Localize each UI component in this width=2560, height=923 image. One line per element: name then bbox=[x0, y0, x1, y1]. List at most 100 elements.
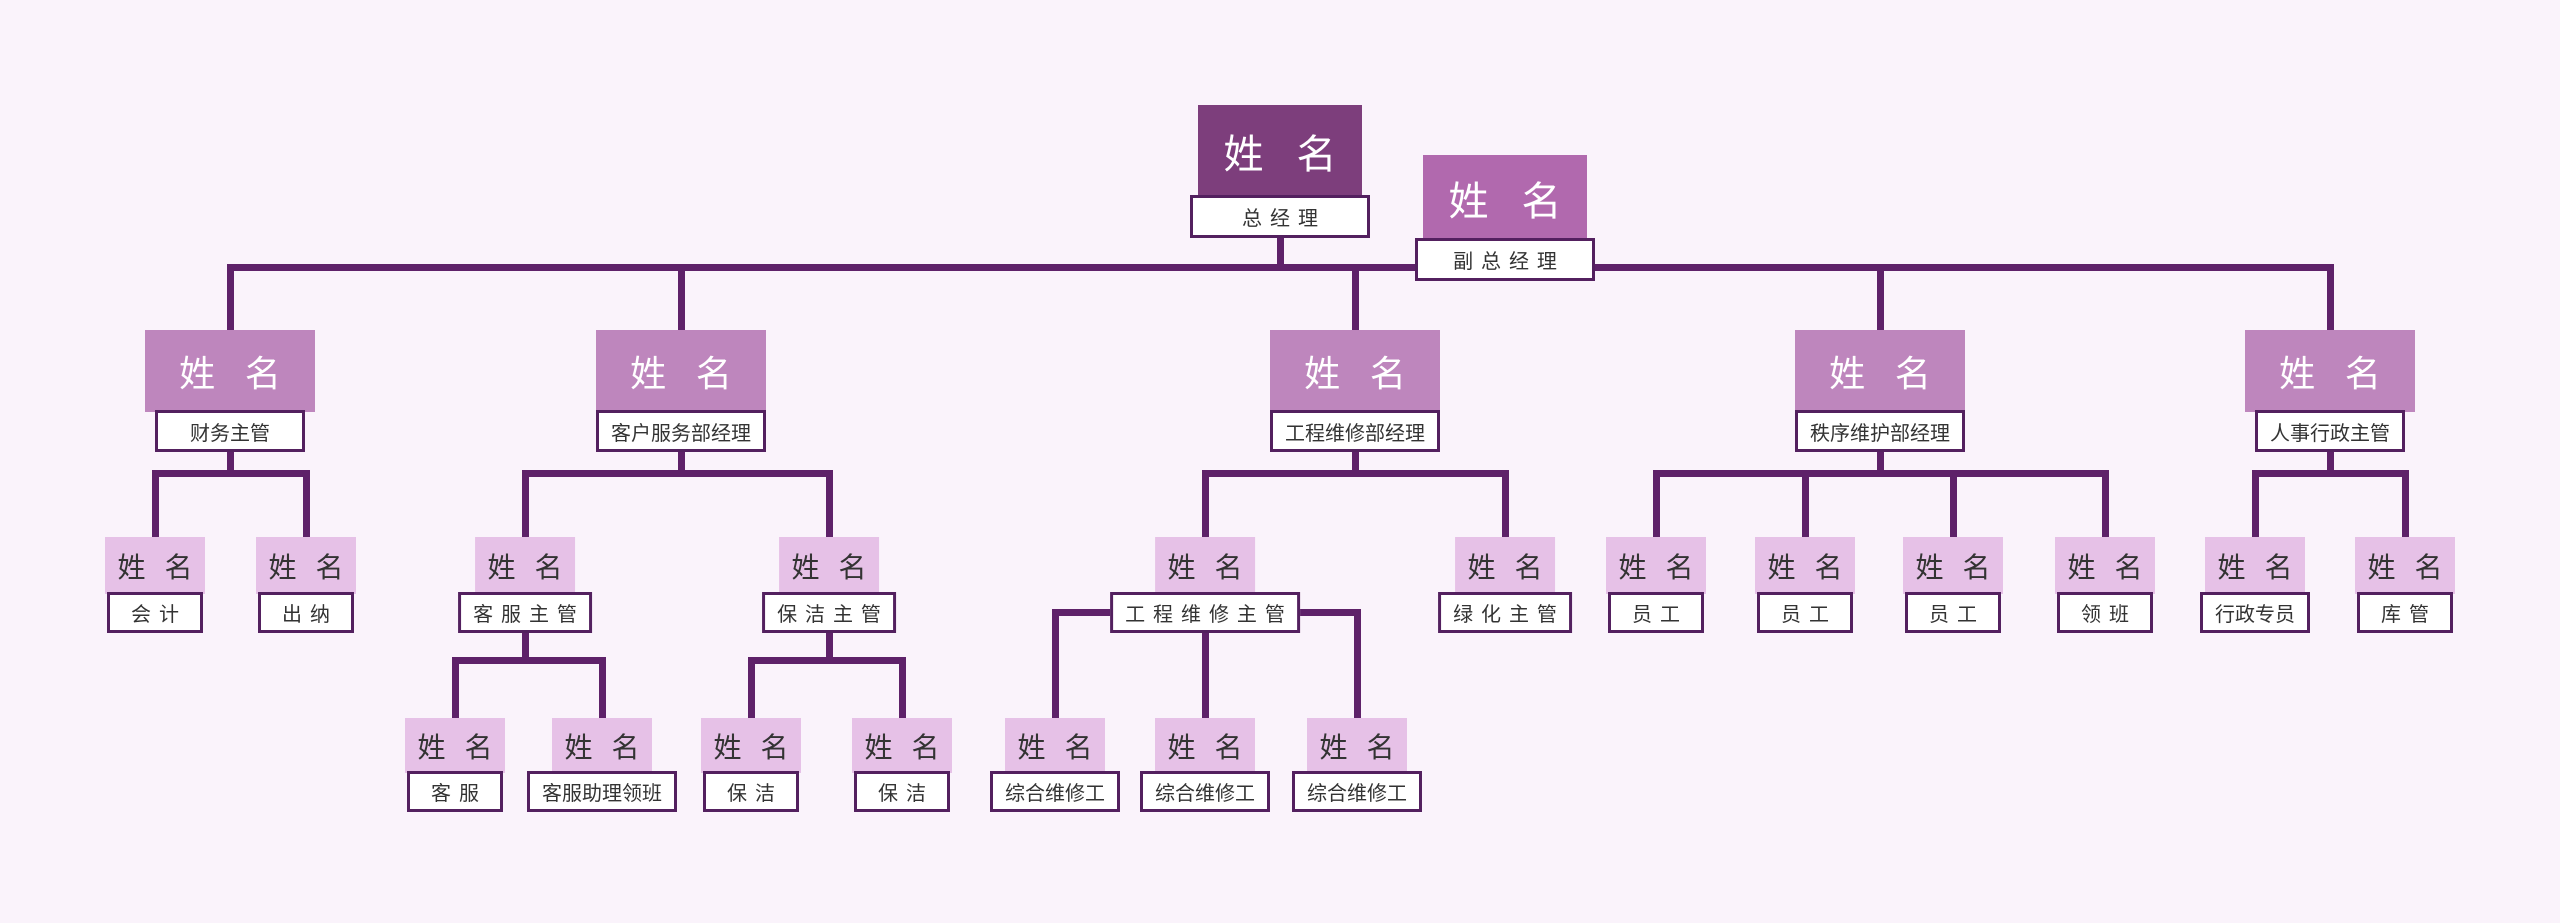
org-node-customer-service-title-box[interactable]: 客户服务部经理 bbox=[596, 410, 766, 452]
connector-line bbox=[2326, 267, 2334, 330]
org-node-cs-assistant-foreman-name-box[interactable]: 姓 名 bbox=[552, 718, 652, 773]
connector-line bbox=[825, 633, 833, 660]
org-node-warehouse-keeper-title-box[interactable]: 库 管 bbox=[2357, 592, 2453, 633]
org-node-maintenance-1-name-box[interactable]: 姓 名 bbox=[1005, 718, 1105, 773]
node-title-text: 领 班 bbox=[2081, 604, 2129, 626]
org-node-cs-supervisor-title-box[interactable]: 客 服 主 管 bbox=[458, 592, 592, 633]
org-node-maintenance-1-title-box[interactable]: 综合维修工 bbox=[990, 771, 1120, 812]
org-node-hr-admin-title-box[interactable]: 人事行政主管 bbox=[2255, 410, 2405, 452]
node-name-text: 姓 名 bbox=[1319, 731, 1395, 763]
org-node-cleaner-1-name-box[interactable]: 姓 名 bbox=[701, 718, 801, 773]
org-node-staff-1-name-box[interactable]: 姓 名 bbox=[1606, 537, 1706, 594]
node-title-text: 客户服务部经理 bbox=[611, 422, 751, 445]
org-node-cleaner-2-title-box[interactable]: 保 洁 bbox=[854, 771, 950, 812]
connector-line bbox=[1801, 473, 1809, 537]
org-node-foreman-title-box[interactable]: 领 班 bbox=[2057, 592, 2153, 633]
org-node-cleaning-supervisor-title-box[interactable]: 保 洁 主 管 bbox=[762, 592, 896, 633]
org-node-security-name-box[interactable]: 姓 名 bbox=[1795, 330, 1965, 412]
connector-line bbox=[598, 660, 606, 718]
org-node-staff-2-name-box[interactable]: 姓 名 bbox=[1755, 537, 1855, 594]
org-node-customer-service-name-box[interactable]: 姓 名 bbox=[596, 330, 766, 412]
org-node-dgm: 姓 名副 总 经 理 bbox=[1415, 155, 1595, 281]
org-node-greening-supervisor-name-box[interactable]: 姓 名 bbox=[1455, 537, 1555, 594]
org-node-cleaner-2-name-box[interactable]: 姓 名 bbox=[852, 718, 952, 773]
connector-line bbox=[1276, 238, 1284, 267]
org-node-security: 姓 名秩序维护部经理 bbox=[1795, 330, 1965, 452]
node-name-text: 姓 名 bbox=[1829, 353, 1931, 394]
org-node-hr-admin: 姓 名人事行政主管 bbox=[2245, 330, 2415, 452]
connector-line bbox=[226, 263, 2334, 271]
org-node-cs-supervisor: 姓 名客 服 主 管 bbox=[458, 537, 592, 633]
org-node-maintenance-2: 姓 名综合维修工 bbox=[1140, 718, 1270, 812]
org-node-cashier-name-box[interactable]: 姓 名 bbox=[256, 537, 356, 594]
org-node-greening-supervisor-title-box[interactable]: 绿 化 主 管 bbox=[1438, 592, 1572, 633]
org-node-cleaning-supervisor-name-box[interactable]: 姓 名 bbox=[779, 537, 879, 594]
connector-line bbox=[898, 660, 906, 718]
org-node-engineering-title-box[interactable]: 工程维修部经理 bbox=[1270, 410, 1440, 452]
org-node-cs-agent-name-box[interactable]: 姓 名 bbox=[405, 718, 505, 773]
org-node-cs-assistant-foreman-title-box[interactable]: 客服助理领班 bbox=[527, 771, 677, 812]
org-node-security-title-box[interactable]: 秩序维护部经理 bbox=[1795, 410, 1965, 452]
org-node-cs-agent-title-box[interactable]: 客 服 bbox=[407, 771, 503, 812]
org-node-staff-3-name-box[interactable]: 姓 名 bbox=[1903, 537, 2003, 594]
org-node-maintenance-1: 姓 名综合维修工 bbox=[990, 718, 1120, 812]
org-node-foreman-name-box[interactable]: 姓 名 bbox=[2055, 537, 2155, 594]
node-name-text: 姓 名 bbox=[179, 353, 281, 394]
connector-line bbox=[1949, 473, 1957, 537]
org-node-maintenance-2-title-box[interactable]: 综合维修工 bbox=[1140, 771, 1270, 812]
connector-line bbox=[2401, 473, 2409, 537]
org-node-dgm-title-box[interactable]: 副 总 经 理 bbox=[1415, 238, 1595, 281]
org-node-accountant: 姓 名会 计 bbox=[105, 537, 205, 633]
org-node-admin-specialist: 姓 名行政专员 bbox=[2200, 537, 2310, 633]
org-node-staff-2-title-box[interactable]: 员 工 bbox=[1757, 592, 1853, 633]
org-node-eng-supervisor-name-box[interactable]: 姓 名 bbox=[1154, 537, 1255, 594]
connector-line bbox=[747, 660, 755, 718]
org-node-cleaner-2: 姓 名保 洁 bbox=[852, 718, 952, 812]
org-node-dgm-name-box[interactable]: 姓 名 bbox=[1423, 155, 1587, 240]
org-node-maintenance-3-title-box[interactable]: 综合维修工 bbox=[1292, 771, 1422, 812]
org-node-maintenance-3: 姓 名综合维修工 bbox=[1292, 718, 1422, 812]
org-node-engineering-name-box[interactable]: 姓 名 bbox=[1270, 330, 1440, 412]
node-title-text: 综合维修工 bbox=[1307, 783, 1407, 805]
node-name-text: 姓 名 bbox=[417, 731, 493, 763]
org-node-hr-admin-name-box[interactable]: 姓 名 bbox=[2245, 330, 2415, 412]
org-node-gm-title-box[interactable]: 总 经 理 bbox=[1190, 195, 1370, 238]
node-name-text: 姓 名 bbox=[1467, 551, 1543, 583]
connector-line bbox=[521, 473, 529, 537]
connector-line bbox=[2326, 452, 2334, 473]
org-node-eng-supervisor-title-box[interactable]: 工 程 维 修 主 管 bbox=[1110, 592, 1300, 633]
org-node-maintenance-3-name-box[interactable]: 姓 名 bbox=[1307, 718, 1407, 773]
org-node-warehouse-keeper-name-box[interactable]: 姓 名 bbox=[2355, 537, 2455, 594]
org-node-cs-supervisor-name-box[interactable]: 姓 名 bbox=[475, 537, 575, 594]
node-name-text: 姓 名 bbox=[268, 551, 344, 583]
org-node-cashier-title-box[interactable]: 出 纳 bbox=[258, 592, 354, 633]
node-name-text: 姓 名 bbox=[2367, 551, 2443, 583]
node-title-text: 人事行政主管 bbox=[2270, 422, 2390, 445]
connector-line bbox=[1876, 267, 1884, 330]
connector-line bbox=[1876, 452, 1884, 473]
org-node-admin-specialist-name-box[interactable]: 姓 名 bbox=[2205, 537, 2305, 594]
org-node-staff-2: 姓 名员 工 bbox=[1755, 537, 1855, 633]
node-title-text: 综合维修工 bbox=[1005, 783, 1105, 805]
org-node-finance-title-box[interactable]: 财务主管 bbox=[155, 410, 305, 452]
org-node-maintenance-2-name-box[interactable]: 姓 名 bbox=[1155, 718, 1255, 773]
org-node-accountant-title-box[interactable]: 会 计 bbox=[107, 592, 203, 633]
org-node-staff-3-title-box[interactable]: 员 工 bbox=[1905, 592, 2001, 633]
org-node-cleaner-1-title-box[interactable]: 保 洁 bbox=[703, 771, 799, 812]
org-node-accountant-name-box[interactable]: 姓 名 bbox=[105, 537, 205, 594]
org-node-admin-specialist-title-box[interactable]: 行政专员 bbox=[2200, 592, 2310, 633]
connector-line bbox=[1201, 473, 1209, 537]
org-node-staff-1-title-box[interactable]: 员 工 bbox=[1608, 592, 1704, 633]
node-name-text: 姓 名 bbox=[630, 353, 732, 394]
org-node-gm-name-box[interactable]: 姓 名 bbox=[1198, 105, 1362, 197]
org-node-finance-name-box[interactable]: 姓 名 bbox=[145, 330, 315, 412]
node-title-text: 综合维修工 bbox=[1155, 783, 1255, 805]
node-title-text: 会 计 bbox=[131, 604, 179, 626]
connector-line bbox=[1353, 612, 1361, 718]
org-node-customer-service: 姓 名客户服务部经理 bbox=[596, 330, 766, 452]
node-name-text: 姓 名 bbox=[1915, 551, 1991, 583]
org-node-staff-1: 姓 名员 工 bbox=[1606, 537, 1706, 633]
node-title-text: 员 工 bbox=[1781, 604, 1829, 626]
connector-line bbox=[747, 656, 906, 664]
